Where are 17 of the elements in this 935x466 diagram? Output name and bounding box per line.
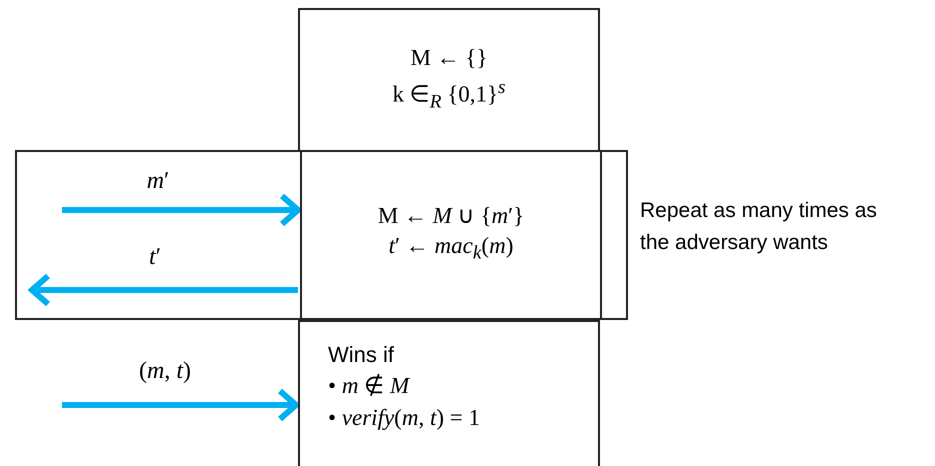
edge-label: t′: [149, 244, 161, 271]
bullet-item: • m ∉ M: [328, 372, 412, 400]
edge-label: (m, t): [139, 358, 191, 385]
win-condition-cell: [298, 320, 600, 466]
arrow: [29, 273, 298, 307]
formula-text: k ∈$_{R}$ {0,1}$^{s}$: [392, 76, 506, 114]
state-cell: [298, 8, 600, 150]
condition-heading: Wins if: [328, 341, 395, 369]
formula-text: t′ ← mac$_{k}$(m): [388, 232, 514, 266]
arrow: [62, 388, 299, 422]
state-cell: [300, 150, 602, 320]
note-text: Repeat as many times as the adversary wants: [640, 198, 878, 256]
bullet-item: • verify(m, t) = 1: [328, 404, 481, 432]
arrow: [62, 193, 301, 227]
formula-text: M ← {}: [410, 44, 488, 72]
formula-text: M ← M ∪ {m′}: [378, 202, 524, 230]
edge-label: m′: [146, 168, 170, 195]
